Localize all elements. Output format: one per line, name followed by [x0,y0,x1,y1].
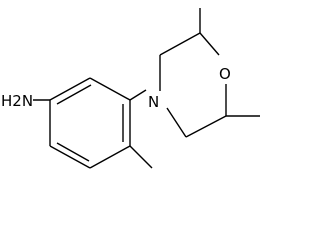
morpholine-bond-c3-o [199,32,220,56]
benzene-double-bond-c5-c6 [56,142,90,162]
benzene-bond-c5-c6 [49,145,91,169]
benzene-bond-c1-c2 [49,77,91,101]
amine-label: H2N [1,92,33,110]
aryl-to-n-bond [129,89,147,101]
morpholine-bond-c2-c3 [159,32,201,56]
ring-nitrogen-label: N [148,93,159,111]
ring-oxygen-label: O [219,65,231,83]
benzene-bond-c4-c5 [89,145,131,169]
aryl-methyl-bond [129,145,153,169]
benzene-bond-c2-c3 [89,77,131,101]
benzene-double-bond-c1-c2 [56,84,92,105]
morpholine-bond-c5-c6 [185,115,227,138]
morpholine-bond-c6-n [166,107,187,138]
chemical-structure-canvas: H2N N O [1,8,260,169]
molecule-structure: H2N N O [1,8,260,169]
